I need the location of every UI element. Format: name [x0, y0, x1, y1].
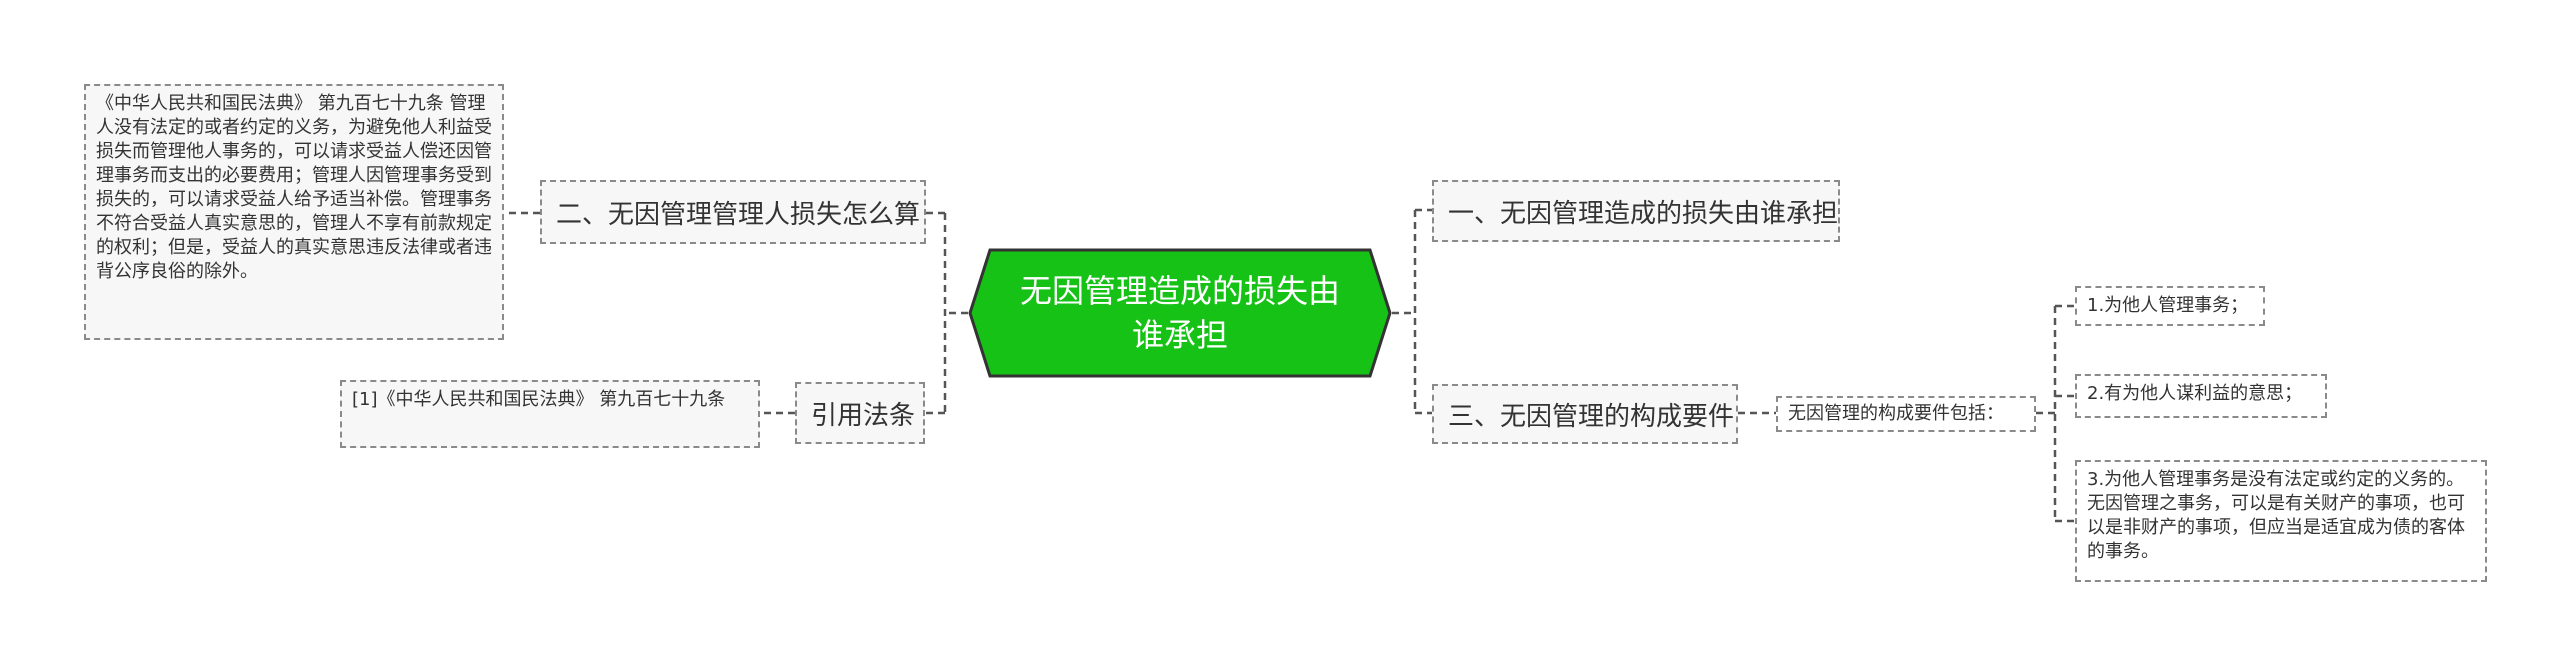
element-item-1[interactable]: 1.为他人管理事务； — [2075, 286, 2265, 326]
loss-law-detail[interactable]: 《中华人民共和国民法典》 第九百七十九条 管理人没有法定的或者约定的义务，为避免… — [84, 84, 504, 340]
cited-law-detail[interactable]: [1]《中华人民共和国民法典》 第九百七十九条 — [340, 380, 760, 448]
topic-who-bears-loss[interactable]: 一、无因管理造成的损失由谁承担 — [1432, 180, 1840, 242]
topic-cited-law[interactable]: 引用法条 — [795, 382, 925, 444]
central-topic-shape — [968, 248, 1392, 378]
topic-loss-calculation[interactable]: 二、无因管理管理人损失怎么算 — [540, 180, 926, 244]
elements-intro[interactable]: 无因管理的构成要件包括： — [1776, 396, 2036, 432]
central-topic[interactable]: 无因管理造成的损失由谁承担 — [968, 248, 1392, 378]
element-item-2[interactable]: 2.有为他人谋利益的意思； — [2075, 374, 2327, 418]
topic-constituent-elements[interactable]: 三、无因管理的构成要件 — [1432, 384, 1738, 444]
central-topic-label: 无因管理造成的损失由谁承担 — [1019, 272, 1340, 354]
element-item-3[interactable]: 3.为他人管理事务是没有法定或约定的义务的。无因管理之事务，可以是有关财产的事项… — [2075, 460, 2487, 582]
